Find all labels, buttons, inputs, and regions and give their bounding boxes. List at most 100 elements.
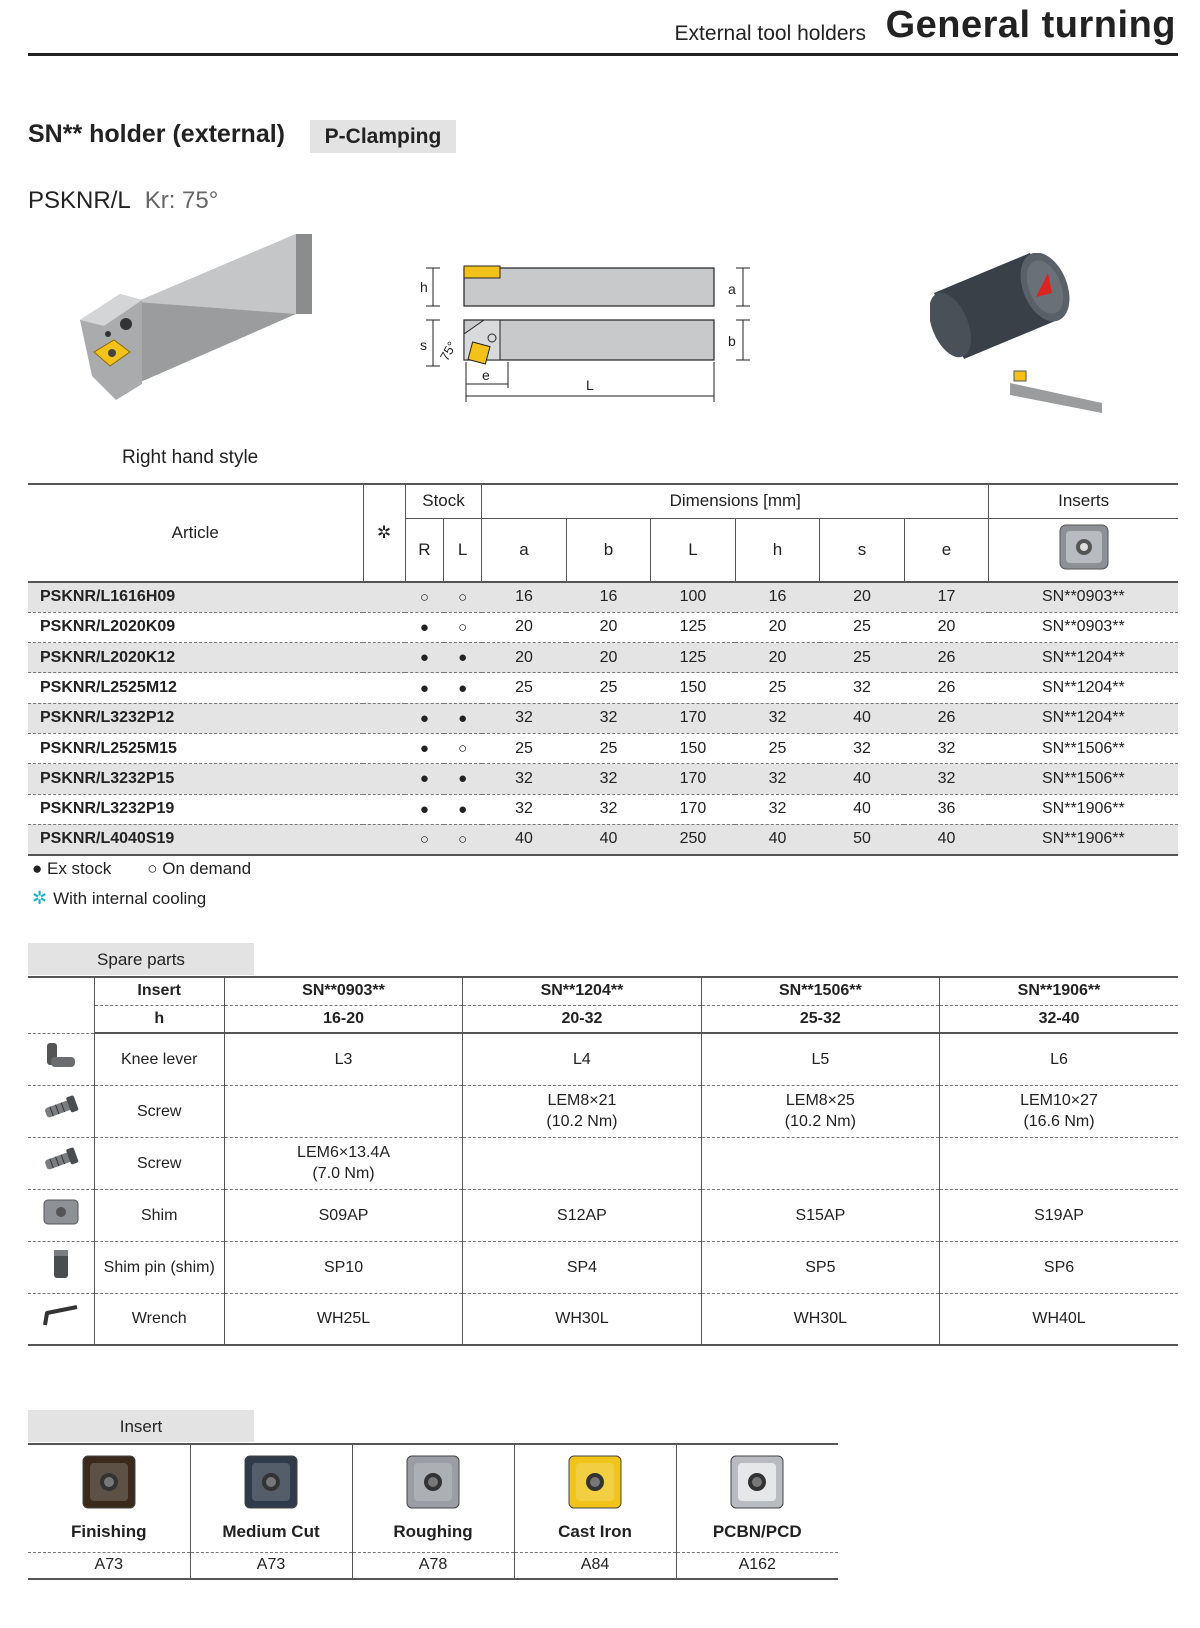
cooling-cell xyxy=(363,582,406,613)
label-L: L xyxy=(586,377,594,393)
spare-part-code: LEM8×21 xyxy=(547,1092,617,1109)
header-article: Article xyxy=(28,483,364,582)
wrench-icon xyxy=(28,1293,95,1346)
header-subtitle: External tool holders xyxy=(674,22,866,45)
image-caption: Right hand style xyxy=(122,447,259,468)
insert-code: SN**0903** xyxy=(988,612,1178,644)
insert-grade-page[interactable]: A73 xyxy=(28,1551,190,1580)
insert-grade-card[interactable]: PCBN/PCD xyxy=(675,1443,838,1552)
spare-part-torque: (7.0 Nm) xyxy=(312,1165,375,1182)
dim-b: 25 xyxy=(566,672,651,704)
spare-part-torque: (10.2 Nm) xyxy=(546,1113,618,1130)
spare-part-code: WH30L xyxy=(793,1310,848,1328)
dim-a: 20 xyxy=(481,612,567,644)
spare-part-value: LEM8×21 (10.2 Nm) xyxy=(462,1085,702,1138)
dim-e: 26 xyxy=(904,642,989,674)
insert-grade-card[interactable]: Medium Cut xyxy=(189,1443,352,1552)
spare-part-value: L6 xyxy=(939,1033,1178,1086)
insert-tab: Insert xyxy=(28,1410,254,1442)
screw-icon xyxy=(28,1085,95,1138)
dim-L: 170 xyxy=(650,763,736,795)
spare-part-code: LEM10×27 xyxy=(1020,1092,1098,1109)
header-dim-a: a xyxy=(481,517,567,582)
insert-code: SN**1906** xyxy=(988,824,1178,856)
stock-l: ● xyxy=(443,642,482,674)
page-header: External tool holders General turning xyxy=(28,0,1178,56)
dim-a: 32 xyxy=(481,763,567,795)
label-angle: 75° xyxy=(437,339,460,364)
kr-angle: Kr: 75° xyxy=(144,187,219,214)
spare-part-value: SP5 xyxy=(700,1241,940,1294)
dim-L: 150 xyxy=(650,733,736,765)
spare-part-value: S12AP xyxy=(462,1189,702,1242)
dimension-drawing: h s a b e L 75° xyxy=(420,265,750,402)
spare-part-value: WH30L xyxy=(462,1293,702,1346)
dim-s: 40 xyxy=(819,763,905,795)
spare-part-value: LEM6×13.4A (7.0 Nm) xyxy=(223,1137,463,1190)
legend-on-demand: ○ On demand xyxy=(147,859,252,878)
stock-l: ● xyxy=(443,763,482,795)
insert-grade-icon xyxy=(568,1455,622,1509)
article-code: PSKNR/L2020K12 xyxy=(28,642,364,674)
spare-header-icon xyxy=(28,976,95,1034)
dim-h: 40 xyxy=(735,824,820,856)
insert-grade-page[interactable]: A78 xyxy=(351,1551,514,1580)
clamping-badge: P-Clamping xyxy=(310,120,456,153)
insert-grade-icon xyxy=(244,1455,298,1509)
model-code: PSKNR/L xyxy=(28,187,131,214)
dim-h: 20 xyxy=(735,612,820,644)
header-dim-e: e xyxy=(903,517,989,582)
spare-parts-tab: Spare parts xyxy=(28,943,254,975)
spare-insert-1: SN**1204** xyxy=(462,976,702,1006)
spare-part-code: LEM6×13.4A xyxy=(297,1144,390,1161)
dim-b: 32 xyxy=(566,794,651,825)
dim-s: 40 xyxy=(819,794,905,825)
insert-grade-icon xyxy=(406,1455,460,1509)
insert-grade-page[interactable]: A73 xyxy=(189,1551,352,1580)
spare-part-name: Screw xyxy=(93,1085,225,1138)
insert-grade-page[interactable]: A162 xyxy=(675,1551,838,1580)
spare-part-code: S15AP xyxy=(795,1206,846,1224)
spare-header-h: h xyxy=(93,1005,225,1034)
insert-grade-page[interactable]: A84 xyxy=(513,1551,676,1580)
spare-h-2: 25-32 xyxy=(700,1005,940,1034)
dim-h: 16 xyxy=(735,582,820,613)
stock-r: ● xyxy=(405,763,444,795)
cooling-icon: ✲ xyxy=(362,483,406,582)
spare-part-value: WH25L xyxy=(223,1293,463,1346)
insert-grade-name: Finishing xyxy=(70,1522,147,1541)
insert-grade-card[interactable]: Finishing xyxy=(28,1443,190,1552)
spare-part-code: L4 xyxy=(573,1050,591,1068)
article-code: PSKNR/L2525M12 xyxy=(28,672,364,704)
product-title: SN** holder (external) xyxy=(28,120,286,148)
spare-part-value: LEM10×27(16.6 Nm) xyxy=(939,1085,1178,1138)
spare-part-value xyxy=(462,1137,702,1190)
legend-ex-stock: ● Ex stock xyxy=(32,859,112,878)
stock-l: ● xyxy=(443,794,482,825)
header-inserts: Inserts xyxy=(988,483,1178,518)
dim-e: 26 xyxy=(904,672,989,704)
insert-grade-card[interactable]: Cast Iron xyxy=(513,1443,676,1552)
spare-part-value: SP6 xyxy=(939,1241,1178,1294)
spare-part-name: Shim pin (shim) xyxy=(93,1241,225,1294)
stock-l: ● xyxy=(443,672,482,704)
spare-part-code: WH40L xyxy=(1032,1310,1086,1328)
spare-part-value: LEM8×25(10.2 Nm) xyxy=(700,1085,940,1138)
article-code: PSKNR/L2525M15 xyxy=(28,733,364,765)
insert-grade-card[interactable]: Roughing xyxy=(351,1443,514,1552)
spare-part-code: S09AP xyxy=(318,1206,369,1224)
dim-L: 170 xyxy=(650,794,736,825)
shim-icon xyxy=(28,1189,95,1242)
spare-part-code: LEM8×25 xyxy=(785,1092,855,1109)
spare-header-insert: Insert xyxy=(93,976,225,1006)
spare-part-value: WH30L xyxy=(700,1293,940,1346)
spare-insert-0: SN**0903** xyxy=(223,976,463,1006)
insert-code: SN**1204** xyxy=(988,642,1178,674)
stock-l: ○ xyxy=(443,582,482,613)
